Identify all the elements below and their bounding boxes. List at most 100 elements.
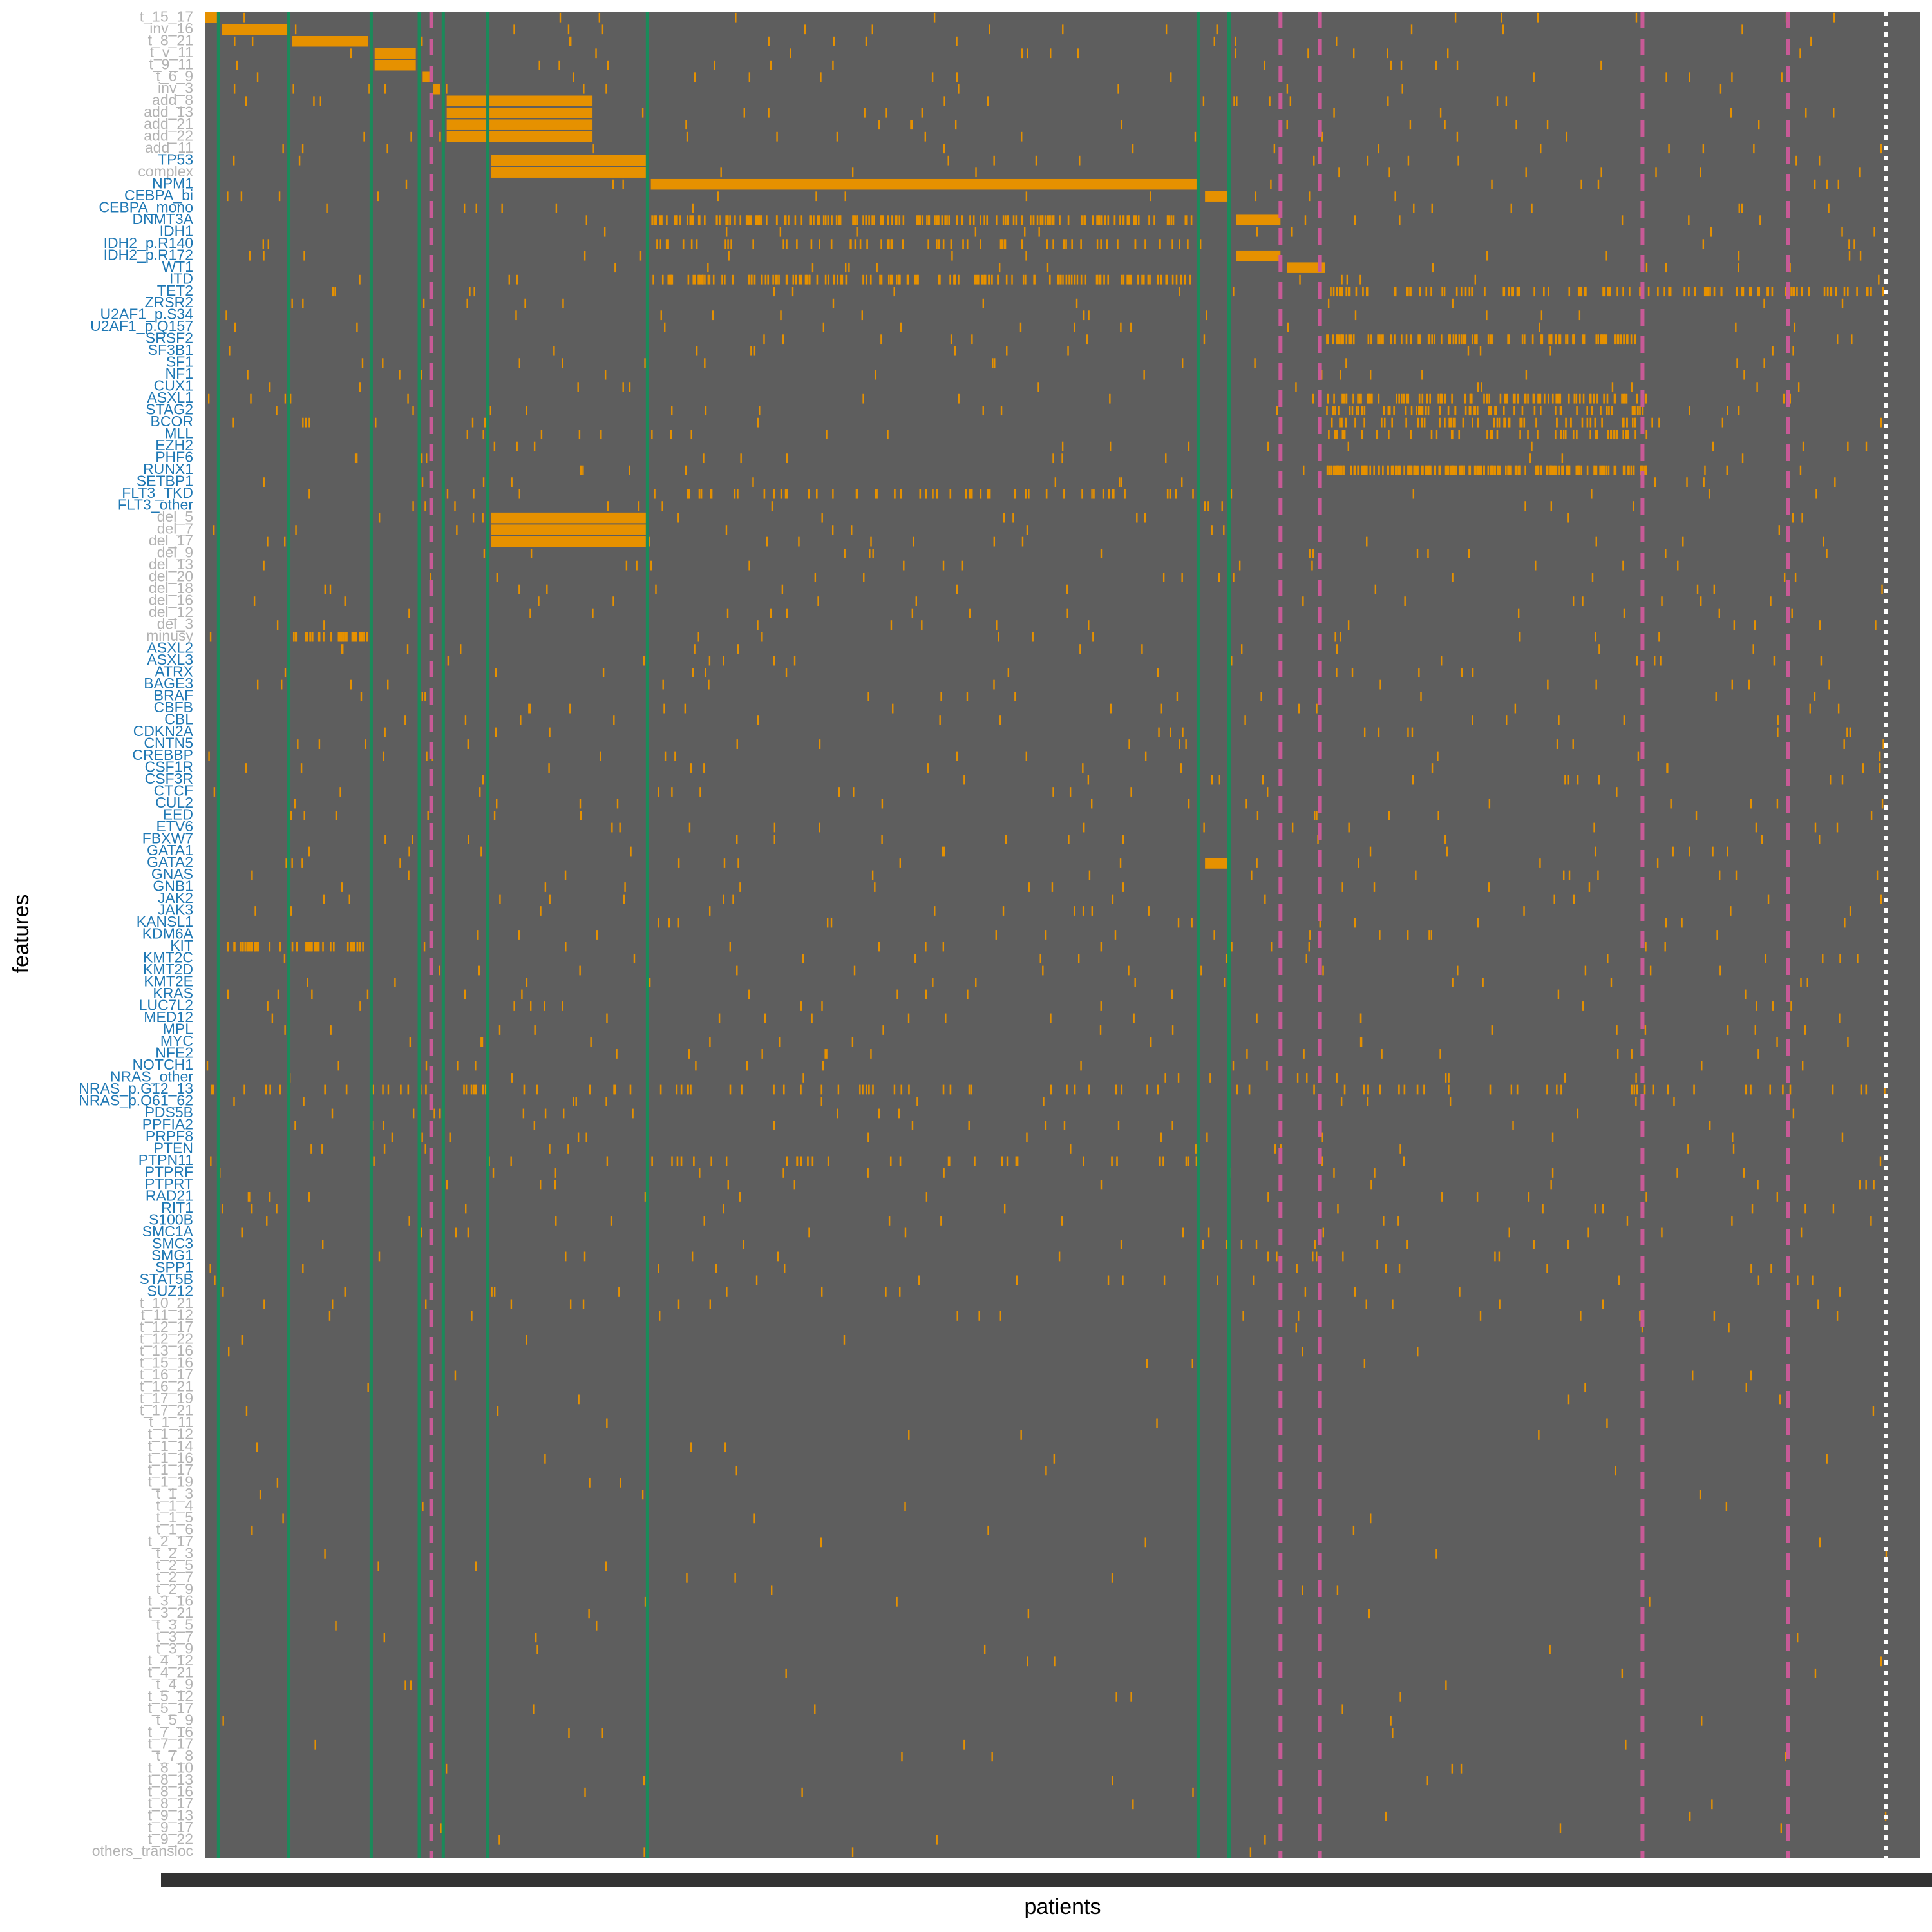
- mutation-tick: [466, 298, 468, 308]
- mutation-tick: [1415, 870, 1417, 880]
- mutation-tick: [1308, 942, 1310, 952]
- mutation-tick: [1119, 215, 1121, 225]
- mutation-tick: [554, 1180, 556, 1190]
- mutation-tick: [782, 1168, 784, 1178]
- mutation-tick: [1341, 882, 1343, 892]
- mutation-tick: [1347, 441, 1350, 451]
- mutation-tick: [1847, 1037, 1849, 1047]
- mutation-tick: [773, 656, 775, 666]
- mutation-tick: [1536, 465, 1538, 475]
- mutation-tick: [1492, 465, 1494, 475]
- mutation-tick: [654, 489, 656, 499]
- mutation-tick: [1326, 406, 1328, 416]
- mutation-tick: [424, 692, 426, 701]
- mutation-tick: [1841, 227, 1843, 237]
- mutation-tick: [1394, 334, 1396, 345]
- mutation-tick: [1398, 465, 1401, 475]
- mutation-tick: [1527, 430, 1529, 440]
- feature-label: KIT: [170, 937, 193, 954]
- mutation-tick: [1421, 465, 1423, 475]
- mutation-tick: [1403, 393, 1405, 404]
- mutation-tick: [1045, 930, 1047, 940]
- mutation-tick: [1068, 835, 1070, 844]
- mutation-tick: [1218, 775, 1220, 785]
- mutation-tick: [730, 239, 732, 249]
- mutation-tick: [1881, 799, 1884, 809]
- mutation-tick: [726, 608, 729, 618]
- mutation-tick: [1846, 727, 1848, 737]
- mutation-tick: [743, 108, 746, 118]
- mutation-tick: [1144, 513, 1146, 523]
- mutation-tick: [898, 1108, 900, 1119]
- mutation-tick: [229, 346, 231, 356]
- mutation-tick: [344, 1287, 346, 1297]
- mutation-tick: [1523, 906, 1525, 916]
- mutation-tick: [1750, 799, 1752, 809]
- mutation-tick: [1550, 334, 1553, 345]
- mutation-tick: [1639, 1311, 1641, 1321]
- feature-label: MED12: [144, 1009, 193, 1025]
- mutation-tick: [1780, 1823, 1783, 1833]
- mutation-tick: [1003, 1204, 1006, 1214]
- mutation-tick: [391, 1132, 393, 1142]
- mutation-tick: [1430, 930, 1433, 940]
- mutation-tick: [605, 84, 607, 94]
- mutation-tick: [728, 251, 730, 261]
- mutation-tick: [1731, 1216, 1733, 1226]
- mutation-tick: [1540, 310, 1543, 321]
- mutation-tick: [1464, 393, 1466, 404]
- mutation-tick: [723, 858, 726, 868]
- mutation-tick: [1644, 393, 1647, 404]
- mutation-tick: [289, 393, 292, 404]
- mutation-tick: [800, 1001, 802, 1011]
- mutation-tick: [1885, 1549, 1888, 1559]
- mutation-tick: [1567, 775, 1569, 785]
- mutation-tick: [1596, 393, 1598, 404]
- mutation-tick: [290, 906, 292, 916]
- mutation-tick: [1336, 1585, 1339, 1595]
- mutation-tick: [1542, 1204, 1544, 1214]
- mutation-tick: [1142, 274, 1145, 285]
- mutation-tick: [1368, 393, 1370, 404]
- mutation-tick: [891, 239, 893, 249]
- mutation-tick: [1610, 978, 1613, 987]
- mutation-tick: [1555, 465, 1558, 475]
- mutation-tick: [310, 942, 313, 952]
- mutation-tick: [902, 239, 904, 249]
- mutation-tick: [1136, 513, 1138, 523]
- mutation-tick: [702, 274, 704, 285]
- mutation-tick: [1365, 1299, 1367, 1309]
- mutation-tick: [1727, 406, 1728, 416]
- mutation-tick: [925, 989, 927, 999]
- mutation-tick: [1606, 393, 1609, 404]
- mutation-tick: [1358, 858, 1359, 868]
- mutation-tick: [1165, 24, 1168, 35]
- mutation-tick: [1524, 393, 1527, 404]
- mutation-tick: [1745, 1382, 1748, 1392]
- mutation-tick: [1689, 406, 1690, 416]
- mutation-tick: [1417, 465, 1419, 475]
- mutation-tick: [1067, 346, 1069, 356]
- mutation-tick: [1441, 287, 1443, 297]
- mutation-tick: [1407, 287, 1409, 297]
- mutation-tick: [1504, 393, 1506, 404]
- mutation-tick: [1291, 822, 1294, 833]
- mutation-tick: [1770, 596, 1772, 606]
- mutation-tick: [426, 751, 428, 761]
- mutation-tick: [324, 1084, 326, 1095]
- mutation-tick: [963, 1739, 965, 1750]
- mutation-tick: [694, 644, 696, 654]
- mutation-tick: [1065, 274, 1068, 285]
- mutation-tick: [898, 274, 900, 285]
- mutation-tick: [1185, 739, 1187, 749]
- mutation-tick: [949, 1084, 952, 1095]
- mutation-tick: [1291, 227, 1293, 237]
- mutation-tick: [774, 274, 777, 285]
- mutation-block: [491, 167, 648, 178]
- mutation-tick: [407, 1084, 410, 1095]
- mutation-tick: [1166, 215, 1169, 225]
- mutation-tick: [222, 1204, 223, 1214]
- mutation-tick: [1177, 1073, 1180, 1083]
- mutation-tick: [1642, 406, 1644, 416]
- mutation-tick: [1539, 858, 1541, 868]
